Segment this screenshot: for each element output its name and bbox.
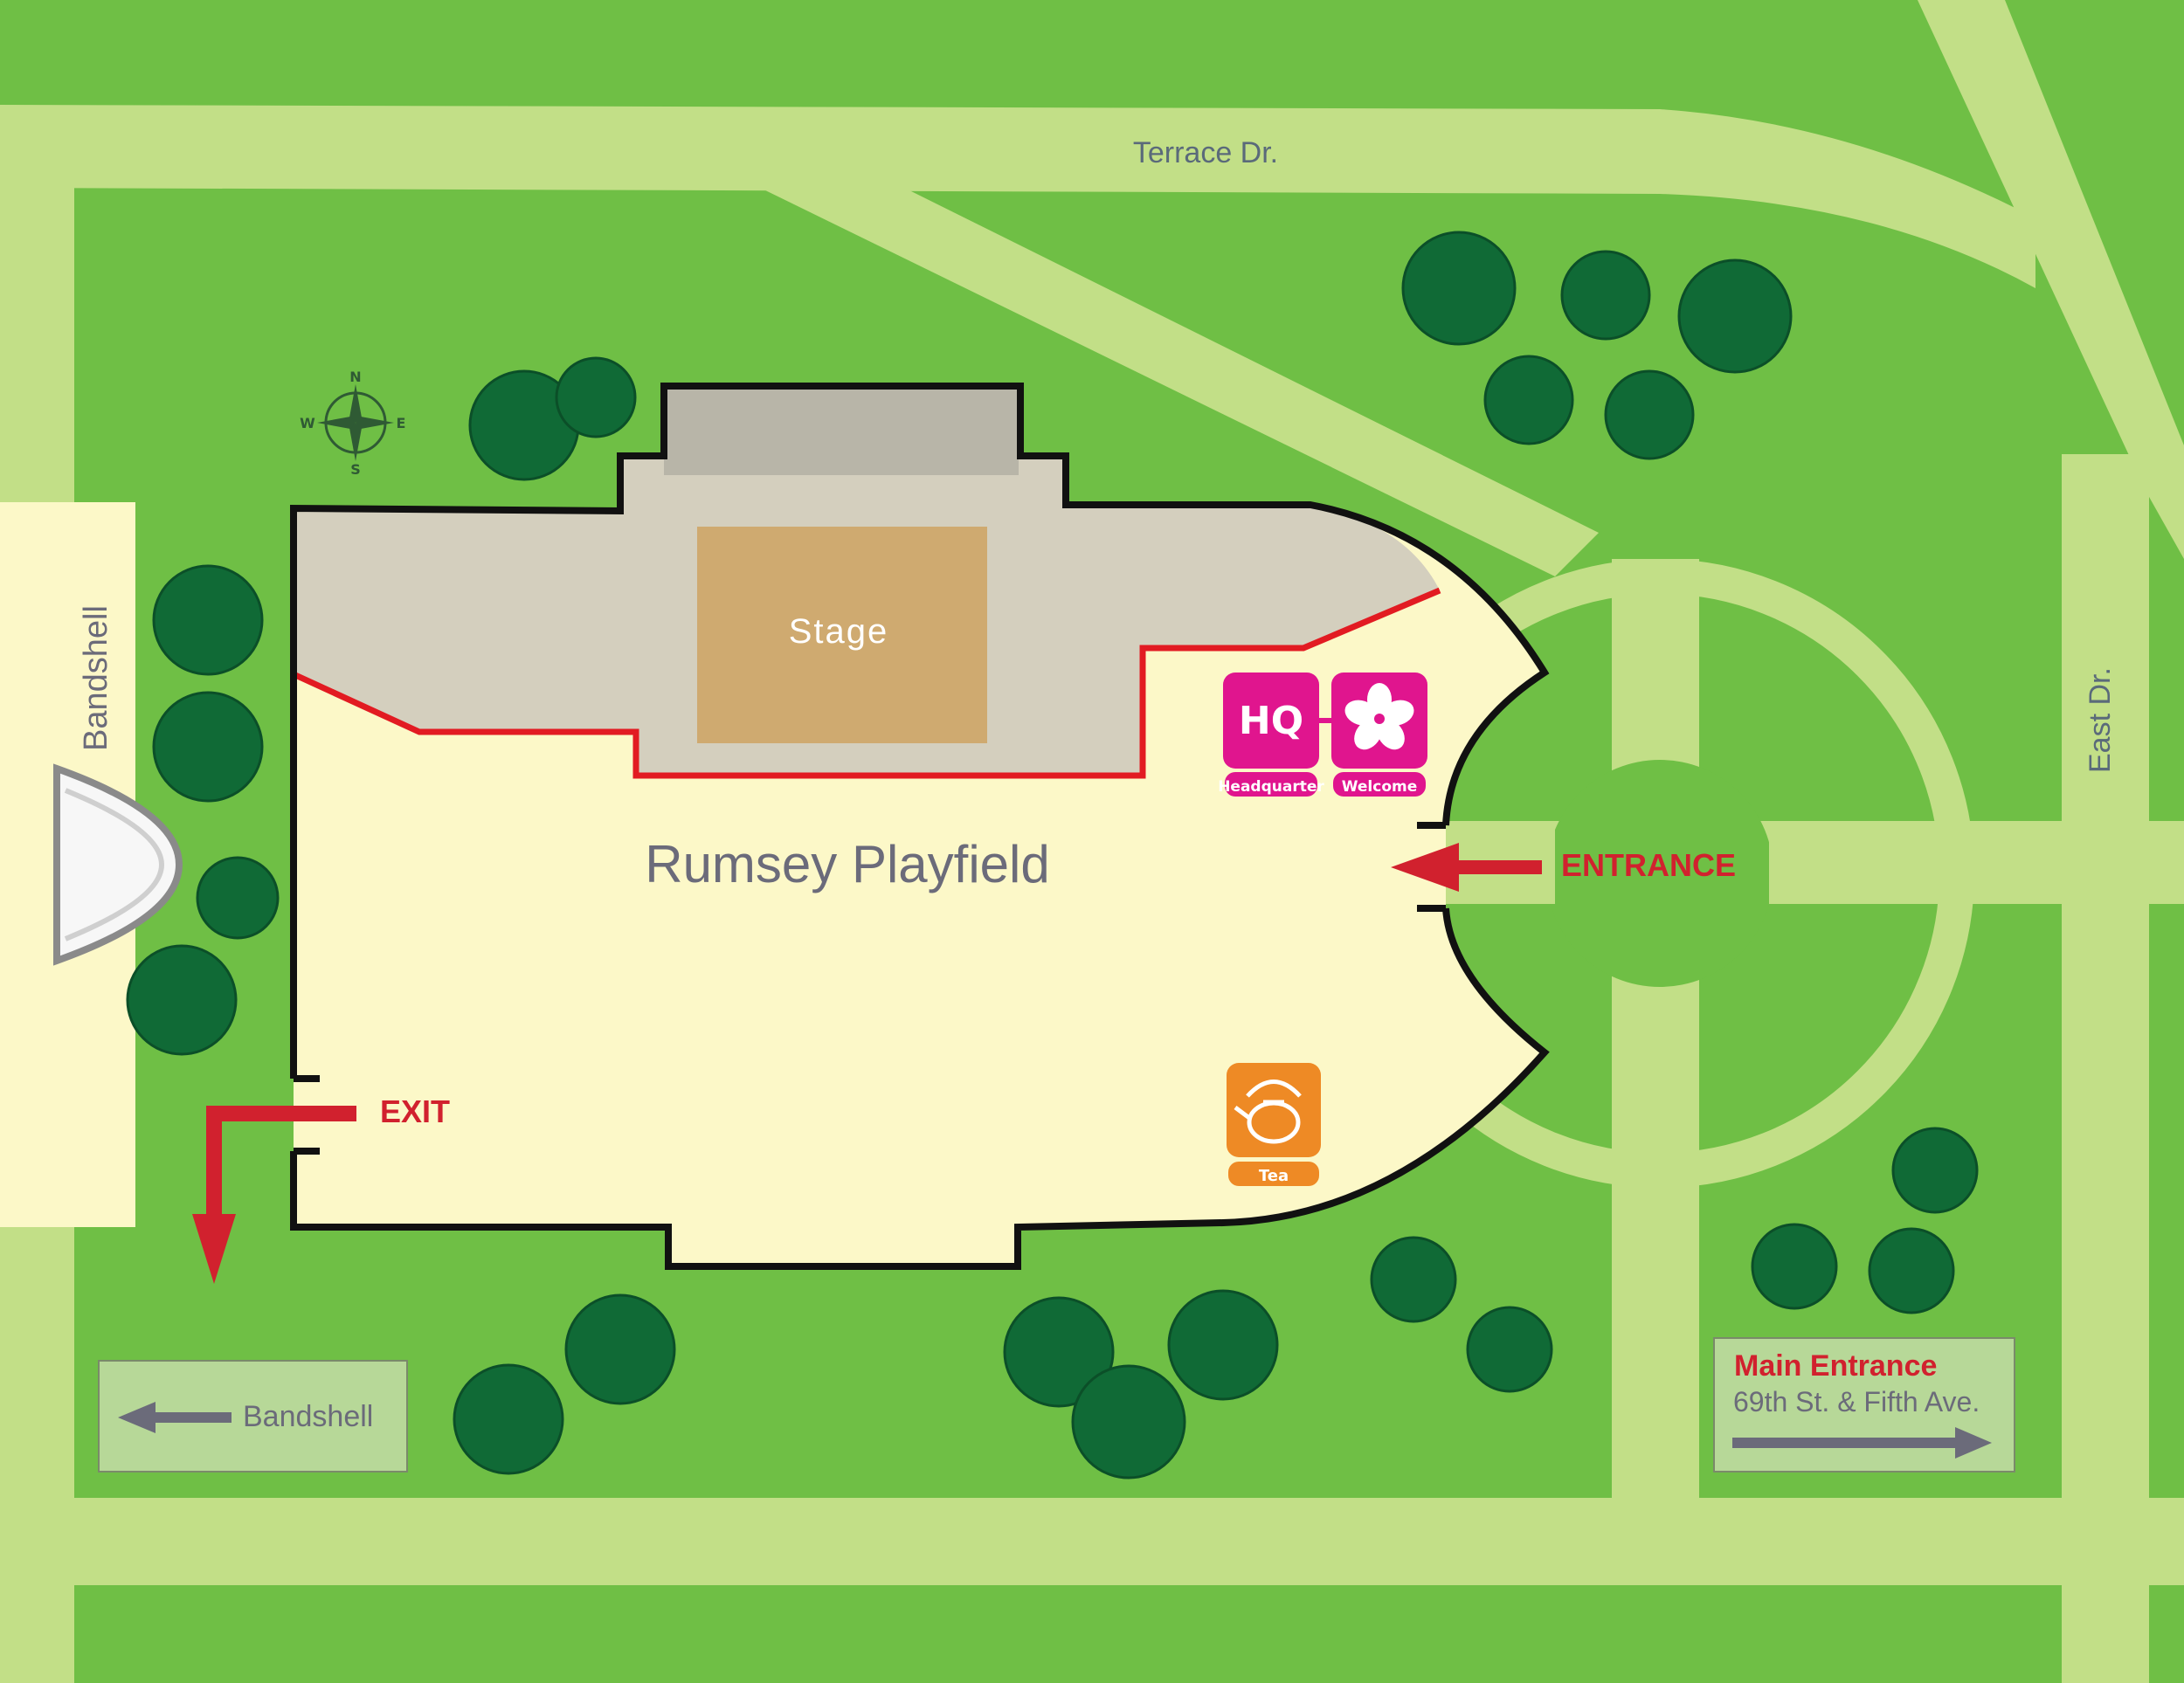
exit-label: EXIT	[380, 1093, 450, 1129]
compass-s: S	[350, 461, 361, 478]
tree-cluster-ne	[1401, 231, 1793, 460]
compass-e: E	[397, 415, 406, 431]
main-entrance-address: 69th St. & Fifth Ave.	[1733, 1386, 1980, 1417]
sakura-flower-icon	[1344, 683, 1414, 750]
east-drive-label: East Dr.	[2084, 667, 2117, 773]
restricted-boundary	[292, 587, 1441, 779]
tea-caption: Tea	[1259, 1167, 1289, 1185]
stage-label: Stage	[789, 612, 889, 651]
diagonal-path	[760, 188, 1599, 576]
bottom-path	[0, 1498, 2184, 1585]
east-drive	[2062, 454, 2149, 1683]
hq-caption: Headquarter	[1218, 778, 1324, 796]
arrow-left-icon	[118, 1402, 232, 1433]
bandshell-shell-inner	[64, 788, 165, 942]
tree-cluster-south	[453, 1236, 1553, 1480]
bandshell-shell	[53, 763, 183, 966]
teapot-icon	[1234, 1079, 1302, 1144]
terrace-drive	[0, 105, 2035, 288]
hq-glyph: HQ	[1239, 699, 1303, 743]
tea-icon[interactable]: Tea	[1227, 1063, 1321, 1186]
playfield-outline	[290, 383, 1550, 1079]
bandshell-sign-label: Bandshell	[243, 1400, 373, 1433]
welcome-caption: Welcome	[1342, 778, 1418, 796]
roundabout-center	[1546, 760, 1773, 987]
arrow-right-icon	[1732, 1427, 1992, 1459]
terrace-drive-label: Terrace Dr.	[1133, 136, 1278, 169]
trees	[126, 231, 1979, 1480]
top-right-road	[1918, 0, 2184, 559]
hq-icon[interactable]: HQ Headquarter	[1218, 673, 1324, 797]
backstage-block	[664, 388, 1019, 475]
roundabout-cross-v	[1612, 559, 1699, 760]
entrance-label: ENTRANCE	[1561, 847, 1736, 883]
compass-rose-icon: N S E W	[300, 369, 405, 478]
bandshell-label: Bandshell	[78, 605, 114, 751]
stage	[697, 527, 987, 743]
bandshell-sign[interactable]: Bandshell	[98, 1360, 408, 1473]
playfield-outline-2	[290, 907, 1550, 1270]
entrance-arrow-icon	[1391, 843, 1542, 892]
roundabout-cross-h2	[1769, 821, 2184, 904]
playfield-label: Rumsey Playfield	[645, 835, 1050, 893]
welcome-icon[interactable]: Welcome	[1331, 673, 1427, 797]
roundabout-cross-v2	[1612, 987, 1699, 1511]
exit-arrow-icon	[192, 1106, 356, 1284]
tree-cluster-se	[1751, 1127, 1979, 1314]
compass-n: N	[349, 369, 361, 385]
tree-cluster-nw	[126, 356, 637, 1056]
main-entrance-title: Main Entrance	[1734, 1349, 1937, 1383]
compass-w: W	[300, 415, 315, 431]
main-entrance-sign[interactable]: Main Entrance 69th St. & Fifth Ave.	[1713, 1337, 2015, 1473]
